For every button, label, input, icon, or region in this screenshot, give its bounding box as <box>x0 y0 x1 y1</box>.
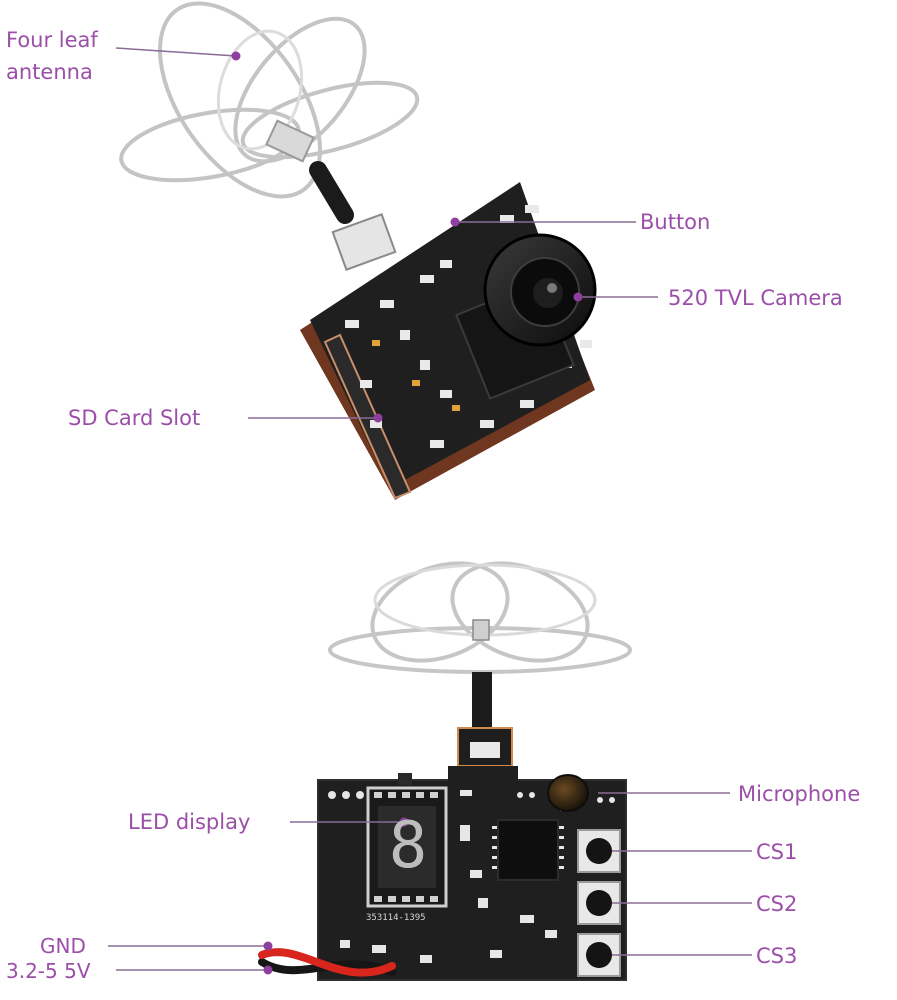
label-camera: 520 TVL Camera <box>668 286 843 310</box>
label-cs2: CS2 <box>756 892 798 916</box>
label-voltage: 3.2-5 5V <box>6 959 91 983</box>
top-antenna <box>119 1 420 199</box>
label-cs3: CS3 <box>756 944 798 968</box>
label-microphone: Microphone <box>738 782 861 806</box>
label-button: Button <box>640 210 711 234</box>
bottom-antenna-stem <box>457 619 513 767</box>
label-four-leaf-antenna-line1: Four leaf <box>6 28 98 52</box>
led-digit: 8 <box>388 809 428 883</box>
chip-marking: 353114-1395 <box>366 913 426 923</box>
microphone-component <box>547 774 589 812</box>
label-led-display: LED display <box>128 810 251 834</box>
label-cs1: CS1 <box>756 840 798 864</box>
label-gnd: GND <box>40 934 86 958</box>
leader-dots <box>231 51 583 975</box>
label-sd-card-slot: SD Card Slot <box>68 406 201 430</box>
top-camera-lens <box>483 233 597 347</box>
top-antenna-cable <box>309 161 397 271</box>
leader-lines <box>108 47 752 971</box>
power-wires <box>258 948 396 977</box>
label-four-leaf-antenna-line2: antenna <box>6 60 93 84</box>
top-antenna-hub <box>265 119 315 163</box>
bottom-antenna <box>328 561 632 674</box>
